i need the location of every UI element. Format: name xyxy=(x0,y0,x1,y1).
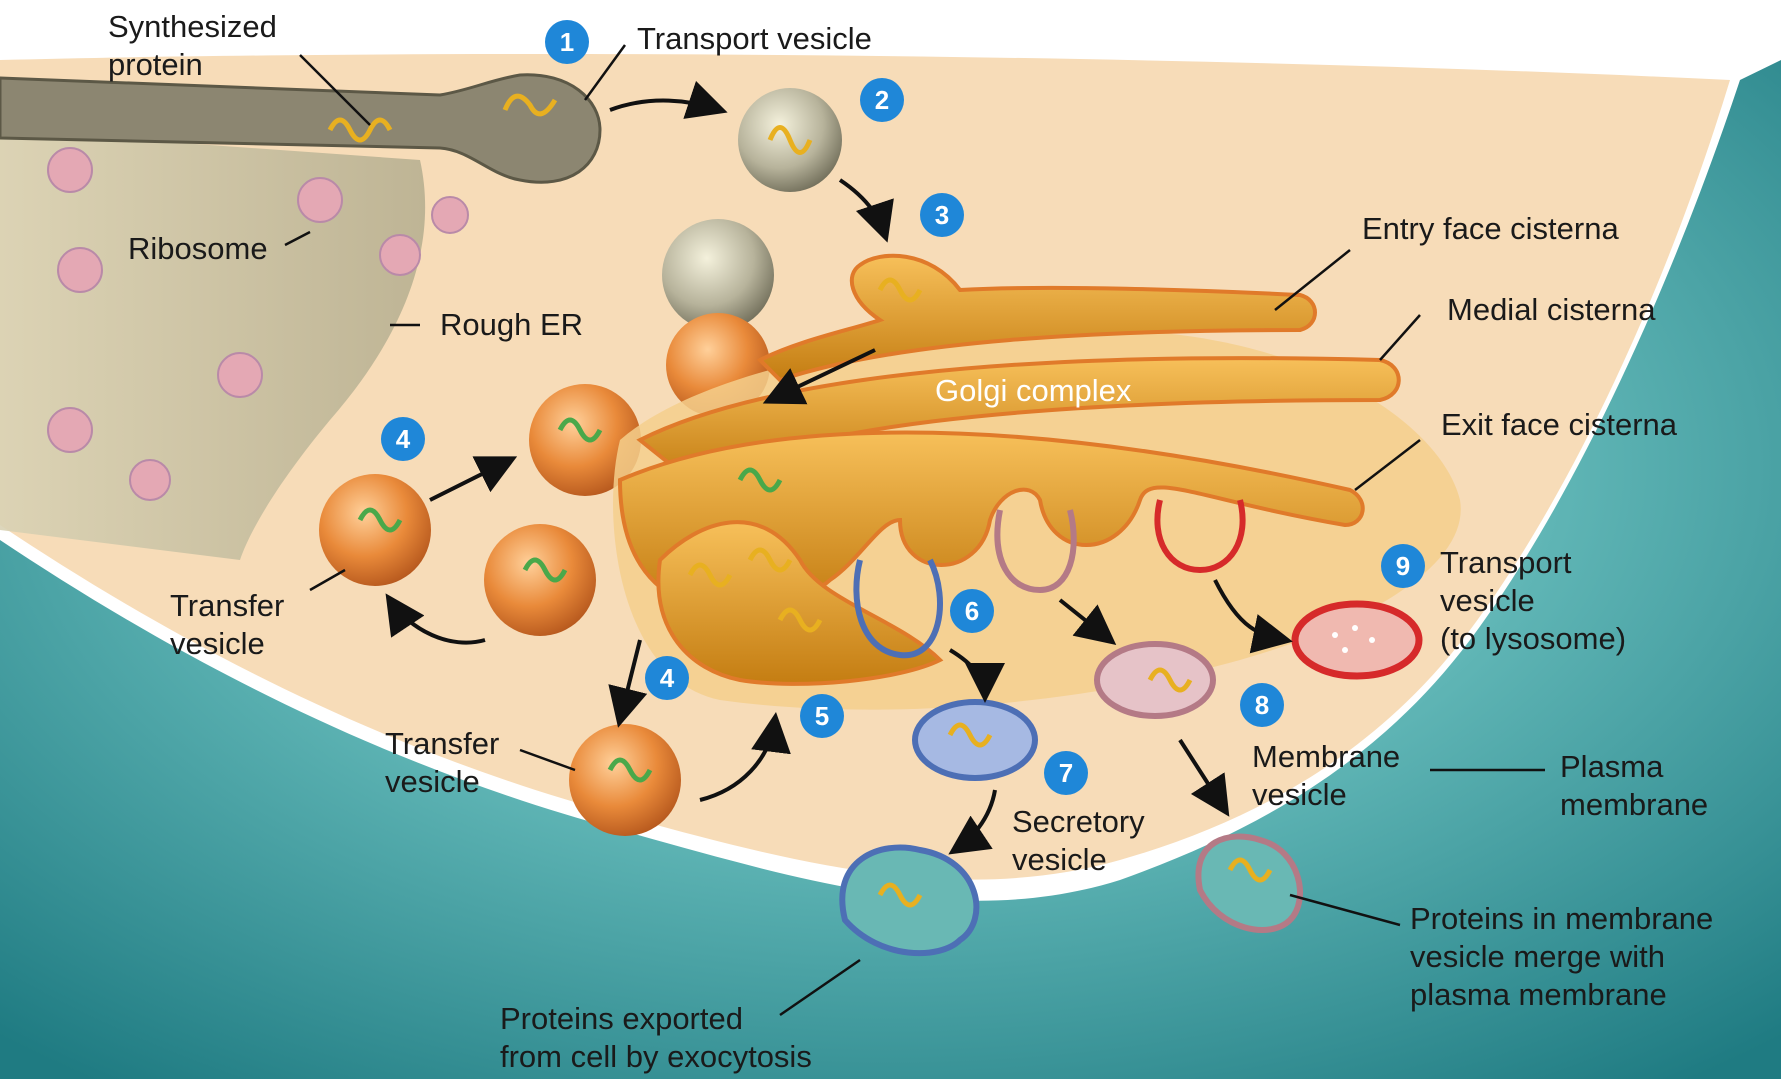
step-badge-6: 6 xyxy=(950,589,994,633)
label-golgi-complex: Golgi complex xyxy=(935,372,1131,410)
transfer-vesicle-c xyxy=(484,524,596,636)
step-badge-4b: 4 xyxy=(645,656,689,700)
exocytosis-pocket xyxy=(842,848,976,954)
label-proteins-merge: Proteins in membrane vesicle merge with … xyxy=(1410,900,1713,1014)
label-exit-face-cisterna: Exit face cisterna xyxy=(1441,406,1677,444)
label-synthesized-protein: Synthesized protein xyxy=(108,8,277,84)
label-transport-vesicle-lysosome: Transport vesicle (to lysosome) xyxy=(1440,544,1626,658)
transfer-vesicle-d xyxy=(569,724,681,836)
step-badge-1: 1 xyxy=(545,20,589,64)
step-badge-3: 3 xyxy=(920,193,964,237)
transfer-vesicle-b xyxy=(319,474,431,586)
label-ribosome: Ribosome xyxy=(128,230,268,268)
label-entry-face-cisterna: Entry face cisterna xyxy=(1362,210,1619,248)
label-medial-cisterna: Medial cisterna xyxy=(1447,291,1655,329)
step-badge-2: 2 xyxy=(860,78,904,122)
label-plasma-membrane: Plasma membrane xyxy=(1560,748,1708,824)
lysosome-transport-vesicle xyxy=(1295,604,1419,676)
membrane-vesicle xyxy=(1097,644,1213,716)
step-badge-5: 5 xyxy=(800,694,844,738)
label-rough-er: Rough ER xyxy=(440,306,583,344)
label-secretory-vesicle: Secretory vesicle xyxy=(1012,803,1145,879)
step-badge-9: 9 xyxy=(1381,544,1425,588)
label-transport-vesicle: Transport vesicle xyxy=(637,20,872,58)
step-badge-8: 8 xyxy=(1240,683,1284,727)
label-transfer-vesicle-upper: Transfer vesicle xyxy=(170,587,284,663)
label-transfer-vesicle-lower: Transfer vesicle xyxy=(385,725,499,801)
label-membrane-vesicle: Membrane vesicle xyxy=(1252,738,1400,814)
step-badge-7: 7 xyxy=(1044,751,1088,795)
step-badge-4a: 4 xyxy=(381,417,425,461)
label-proteins-exported: Proteins exported from cell by exocytosi… xyxy=(500,1000,812,1076)
